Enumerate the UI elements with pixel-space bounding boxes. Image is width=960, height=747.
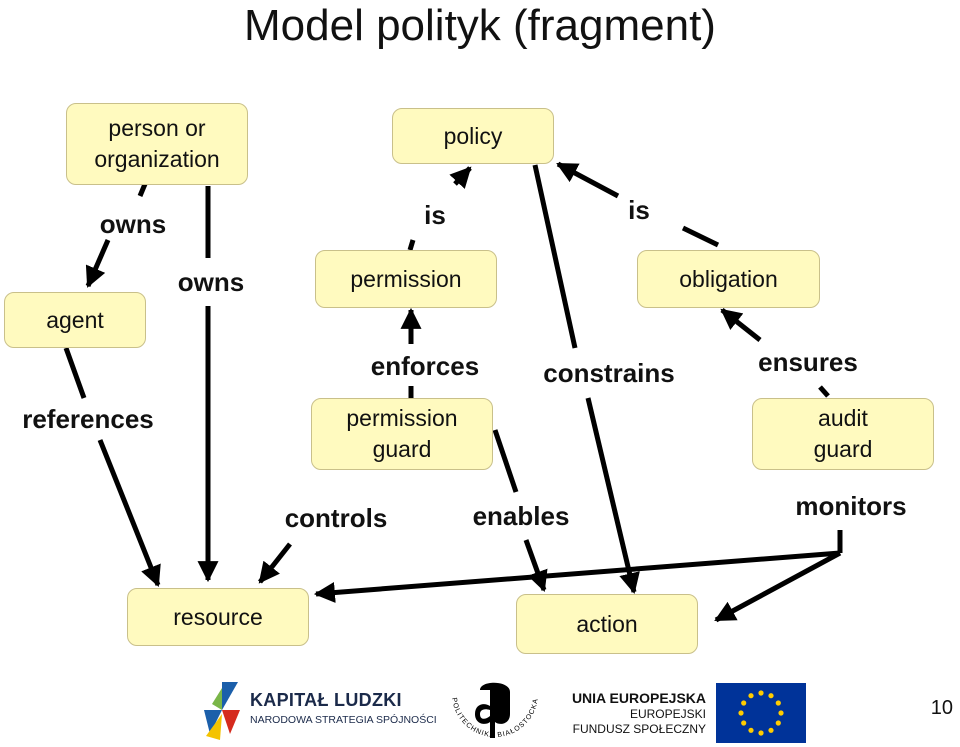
edge-controls [258,542,292,584]
edge-is-obligation-top [556,161,620,199]
edge-label-constrains: constrains [543,358,675,388]
slide-title: Model polityk (fragment) [244,1,716,50]
edge-label-enables: enables [472,501,570,531]
edge-is-permission-top [449,166,472,189]
eu-flag-icon [716,683,806,743]
node-resource: resource [127,588,309,646]
edge-references [97,439,161,587]
edge-label-references: references [22,404,154,434]
node-obligation: obligation [637,250,820,308]
eu-fund-line1: EUROPEJSKI [629,707,706,721]
kapital-ludzki-subtitle: NARODOWA STRATEGIA SPÓJNOŚCI [250,714,437,726]
edge-is-obligation-bottom [681,225,720,248]
edge-constrains [585,397,640,595]
edge-owns-agent-top [137,183,148,197]
kapital-ludzki-logo-icon [204,682,240,740]
edge-monitors-resource [313,550,841,603]
eu-title: UNIA EUROPEJSKA [571,690,706,706]
edge-label-enforces: enforces [370,351,480,381]
eu-fund-line2: FUNDUSZ SPOŁECZNY [572,722,706,736]
edge-is-permission-bottom [407,239,416,251]
politechnika-bialostocka-logo-icon: POLITECHNIKA BIAŁOSTOCKA [450,682,539,739]
edge-label-controls: controls [284,503,388,533]
edge-ensures-bottom [818,385,830,398]
edge-label-ensures: ensures [758,347,858,377]
edge-monitors-action [714,550,842,623]
edge-enables [523,539,548,592]
node-agent: agent [4,292,146,348]
edge-references-top [63,347,87,399]
edge-label-is-obligation: is [628,195,650,225]
node-audit-guard: audit guard [752,398,934,470]
kapital-ludzki-title: KAPITAŁ LUDZKI [250,690,402,710]
edge-enables-top [492,429,519,493]
page-number: 10 [930,697,953,719]
node-permission-guard: permission guard [311,398,493,470]
edge-label-owns-resource: owns [177,267,245,297]
edge-label-owns-agent: owns [99,209,167,239]
node-permission: permission [315,250,497,308]
edge-ensures [720,308,762,342]
edge-label-is-permission: is [424,200,446,230]
edge-constrains-top [532,164,578,349]
node-person-or-organization: person or organization [66,103,248,185]
edge-label-monitors: monitors [795,491,907,521]
node-policy: policy [392,108,554,164]
node-action: action [516,594,698,654]
edge-owns-agent [85,239,111,288]
